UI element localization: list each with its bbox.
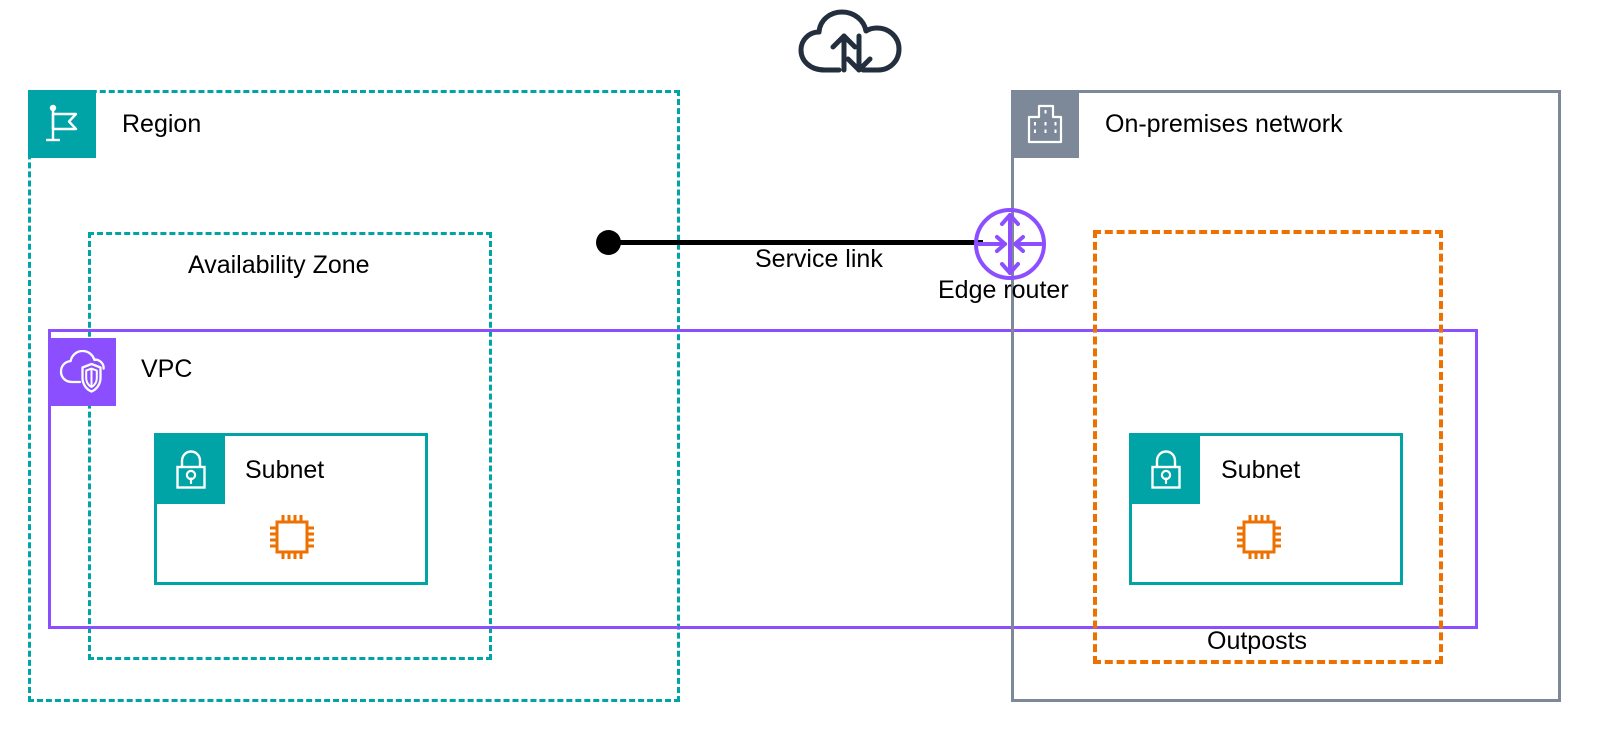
- internet-cloud-icon: [795, 8, 905, 78]
- vpc-container: [48, 329, 1478, 629]
- vpc-label: VPC: [141, 355, 193, 383]
- subnet-padlock-icon: [157, 436, 225, 504]
- subnet-label-outposts: Subnet: [1221, 456, 1301, 484]
- region-container: [28, 90, 680, 702]
- service-link-anchor-dot: [596, 230, 621, 255]
- service-link-line: [608, 240, 983, 245]
- edge-router-label: Edge router: [938, 276, 1069, 304]
- corporate-data-center-icon: [1011, 90, 1079, 158]
- subnet-label-region: Subnet: [245, 456, 325, 484]
- ec2-instance-icon-region: [265, 510, 319, 564]
- availability-zone-label: Availability Zone: [188, 251, 370, 279]
- vpc-cloud-shield-icon: [48, 338, 116, 406]
- service-link-label: Service link: [755, 245, 883, 273]
- availability-zone-container: [88, 232, 492, 660]
- edge-router-icon: [972, 206, 1048, 282]
- outposts-container: [1093, 230, 1443, 664]
- on-premises-network-label: On-premises network: [1105, 110, 1343, 138]
- ec2-instance-icon-outposts: [1232, 510, 1286, 564]
- on-premises-network-container: [1011, 90, 1561, 702]
- region-label: Region: [122, 110, 202, 138]
- region-flag-icon: [28, 90, 96, 158]
- outposts-label: Outposts: [1207, 627, 1308, 655]
- subnet-padlock-icon-outposts: [1132, 436, 1200, 504]
